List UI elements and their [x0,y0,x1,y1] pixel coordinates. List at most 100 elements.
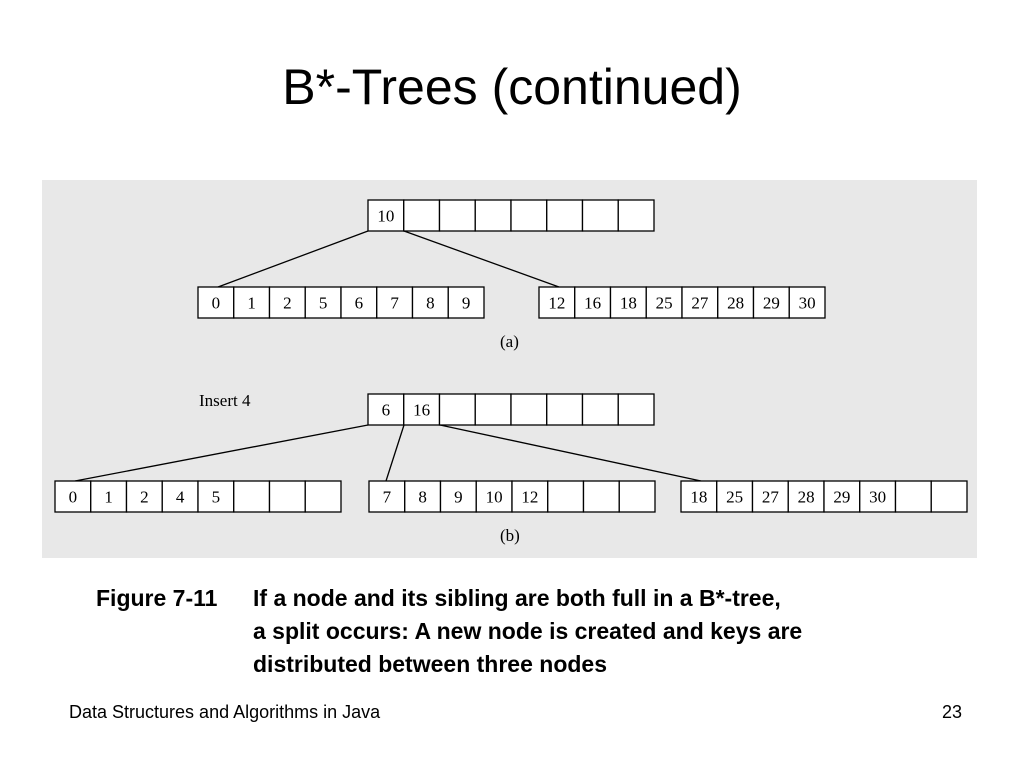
key-cell: 27 [751,480,789,513]
key-cell: 8 [411,286,449,319]
key-cell: 1 [233,286,271,319]
key-value: 12 [548,294,565,313]
root-node-b: 6 16 [367,393,655,426]
part-a-label: (a) [500,332,519,351]
key-cell: 12 [511,480,549,513]
key-value: 2 [140,488,149,507]
key-value: 10 [377,207,394,226]
key-cell [403,199,441,232]
key-value: 9 [462,294,471,313]
key-cell: 6 [340,286,378,319]
insert-label: Insert 4 [199,391,251,410]
key-cell: 18 [609,286,647,319]
tree-edges [74,230,702,482]
root-node-a: 10 [367,199,655,232]
key-value: 8 [426,294,435,313]
key-cell [304,480,342,513]
key-value: 2 [283,294,292,313]
key-cell [474,199,512,232]
key-value: 6 [382,401,391,420]
footer-course-title: Data Structures and Algorithms in Java [69,702,381,722]
key-cell: 10 [367,199,405,232]
caption-text: If a node and its sibling are both full … [253,582,802,681]
key-value: 28 [727,294,744,313]
key-cell: 28 [717,286,755,319]
key-cell: 9 [439,480,477,513]
caption-line: If a node and its sibling are both full … [253,585,781,611]
key-cell [617,199,655,232]
key-value: 7 [383,488,392,507]
caption-line: distributed between three nodes [253,651,607,677]
key-value: 25 [656,294,673,313]
key-value: 0 [69,488,78,507]
key-value: 29 [763,294,780,313]
key-value: 12 [521,488,538,507]
key-value: 10 [486,488,503,507]
key-cell [510,393,548,426]
leaf-node-b-middle: 7 8 9 10 12 [368,480,656,513]
tree-edge [439,424,702,482]
key-cell: 7 [368,480,406,513]
key-value: 29 [833,488,850,507]
key-value: 27 [762,488,780,507]
key-cell: 2 [125,480,163,513]
key-cell: 9 [447,286,485,319]
key-value: 30 [869,488,886,507]
key-cell [618,480,656,513]
key-cell [546,199,584,232]
key-cell: 30 [859,480,897,513]
key-value: 4 [176,488,185,507]
key-cell: 5 [304,286,342,319]
key-value: 5 [212,488,221,507]
key-cell: 1 [90,480,128,513]
caption-figure-number: Figure 7-11 [96,585,218,611]
key-cell: 10 [475,480,513,513]
tree-edge [74,424,369,482]
tree-edge [403,230,560,288]
key-cell [438,393,476,426]
key-value: 6 [355,294,364,313]
key-cell [930,480,968,513]
key-cell [581,393,619,426]
key-cell [547,480,585,513]
key-cell: 28 [787,480,825,513]
key-cell: 5 [197,480,235,513]
key-value: 9 [454,488,463,507]
part-b-label: (b) [500,526,520,545]
key-value: 16 [413,401,430,420]
key-cell: 0 [197,286,235,319]
tree-edge [217,230,369,288]
key-cell [546,393,584,426]
key-cell: 6 [367,393,405,426]
key-cell [894,480,932,513]
key-value: 28 [798,488,815,507]
caption-line: a split occurs: A new node is created an… [253,618,803,644]
key-cell: 4 [161,480,199,513]
page-number: 23 [941,702,962,722]
key-value: 16 [584,294,601,313]
tree-edge [385,424,405,482]
key-cell [474,393,512,426]
key-cell [438,199,476,232]
key-value: 8 [418,488,427,507]
key-cell [617,393,655,426]
key-cell: 0 [54,480,92,513]
key-cell: 16 [574,286,612,319]
key-value: 27 [691,294,709,313]
key-cell [582,480,620,513]
key-value: 5 [319,294,328,313]
key-cell: 8 [404,480,442,513]
key-cell: 18 [680,480,718,513]
key-value: 1 [247,294,256,313]
key-value: 18 [620,294,637,313]
key-cell [510,199,548,232]
key-cell: 29 [752,286,790,319]
key-cell: 12 [538,286,576,319]
